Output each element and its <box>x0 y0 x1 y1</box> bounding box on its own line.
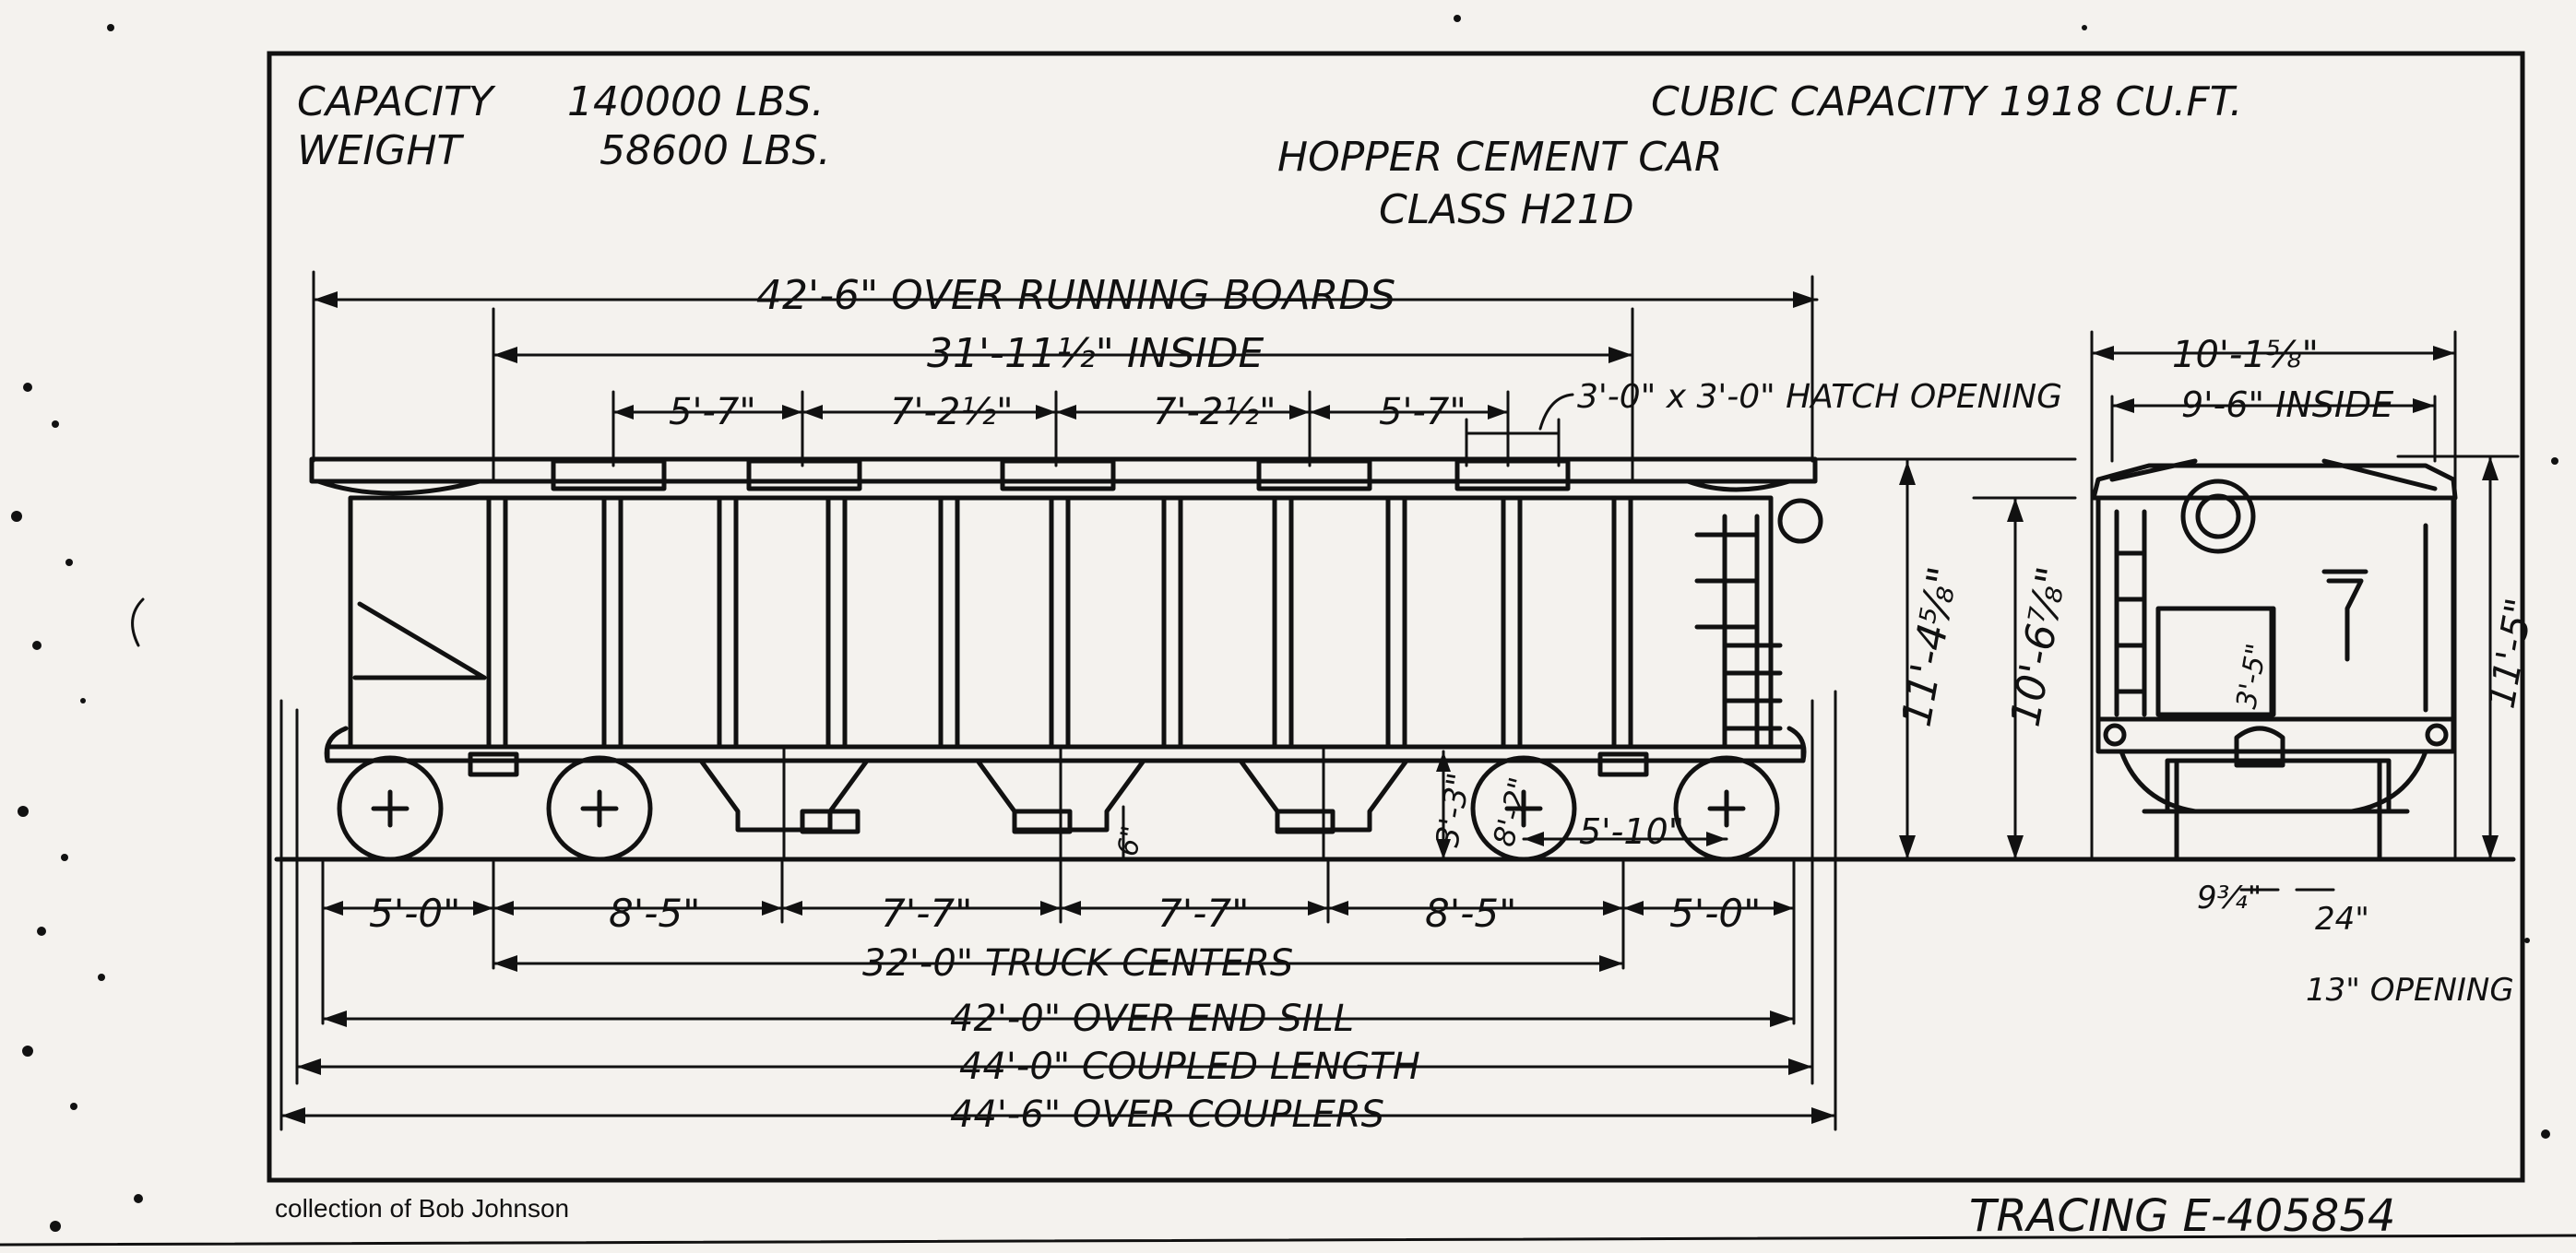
bottom-spacing-3: 7'-7" <box>881 891 972 936</box>
hatch-opening-label: 3'-0" x 3'-0" HATCH OPENING <box>1577 378 2062 416</box>
tracing-number: TRACING E-405854 <box>1969 1190 2395 1242</box>
hatch-spacing-4: 5'-7" <box>1379 391 1466 433</box>
weight-value: 58600 LBS. <box>599 127 831 174</box>
bottom-spacing-6: 5'-0" <box>1669 891 1761 936</box>
car-type-title: HOPPER CEMENT CAR <box>1277 134 1723 181</box>
truck-centers-dimension <box>492 955 1625 972</box>
car-class-title: CLASS H21D <box>1379 186 1634 233</box>
inside-length-label: 31'-11½" INSIDE <box>927 330 1264 377</box>
paper-arc-mark <box>131 597 145 647</box>
hatch-spacing-3: 7'-2½" <box>1153 391 1276 433</box>
bottom-spacing-5: 8'-5" <box>1425 891 1516 936</box>
paper-speckles <box>11 15 2558 1232</box>
coupled-length-label: 44'-0" COUPLED LENGTH <box>959 1046 1420 1088</box>
hatch-spacing-1: 5'-7" <box>669 391 756 433</box>
bottom-spacing-4: 7'-7" <box>1157 891 1249 936</box>
end-view-car <box>2090 330 2458 862</box>
inside-length-dimension <box>492 307 1634 481</box>
weight-label: WEIGHT <box>297 127 464 174</box>
bottom-spacing-dimension <box>321 860 1796 1025</box>
coupled-length-dimension <box>295 699 1814 1085</box>
hatch-spacing-2: 7'-2½" <box>890 391 1014 433</box>
running-boards-dimension <box>312 270 1819 463</box>
hopper-clearance-label: 6" <box>1111 823 1148 858</box>
drawing-border <box>267 51 2525 1183</box>
collection-credit: collection of Bob Johnson <box>275 1194 569 1223</box>
axle-offset-label: 5'-10" <box>1579 811 1684 852</box>
end-opening-label: 13" OPENING <box>2306 972 2514 1009</box>
over-end-sill-label: 42'-0" OVER END SILL <box>950 998 1354 1040</box>
end-overall-width: 10'-1⅝" <box>2172 334 2319 376</box>
running-boards-label: 42'-6" OVER RUNNING BOARDS <box>756 272 1395 319</box>
over-couplers-dimension <box>279 690 1837 1131</box>
side-height-dimensions <box>1806 457 2077 861</box>
end-bottom-right-dim: 24" <box>2315 901 2369 938</box>
bottom-edge-line <box>0 1234 2576 1247</box>
over-couplers-label: 44'-6" OVER COUPLERS <box>950 1093 1384 1136</box>
over-end-sill-dimension <box>321 1011 1796 1027</box>
capacity-label: CAPACITY <box>297 78 496 125</box>
end-view-dimensions <box>2090 346 2520 892</box>
capacity-value: 140000 LBS. <box>567 78 825 125</box>
under-car-small-dims <box>1122 750 1728 861</box>
bottom-spacing-1: 5'-0" <box>369 891 460 936</box>
bottom-spacing-2: 8'-5" <box>609 891 700 936</box>
end-bottom-left-dim: 9¾" <box>2197 880 2261 916</box>
side-view-car <box>274 456 2516 862</box>
hatch-spacing-dimension <box>611 390 1510 467</box>
truck-centers-label: 32'-0" TRUCK CENTERS <box>862 942 1293 985</box>
end-inside-width: 9'-6" INSIDE <box>2181 384 2393 425</box>
cubic-capacity: CUBIC CAPACITY 1918 CU.FT. <box>1651 78 2242 125</box>
